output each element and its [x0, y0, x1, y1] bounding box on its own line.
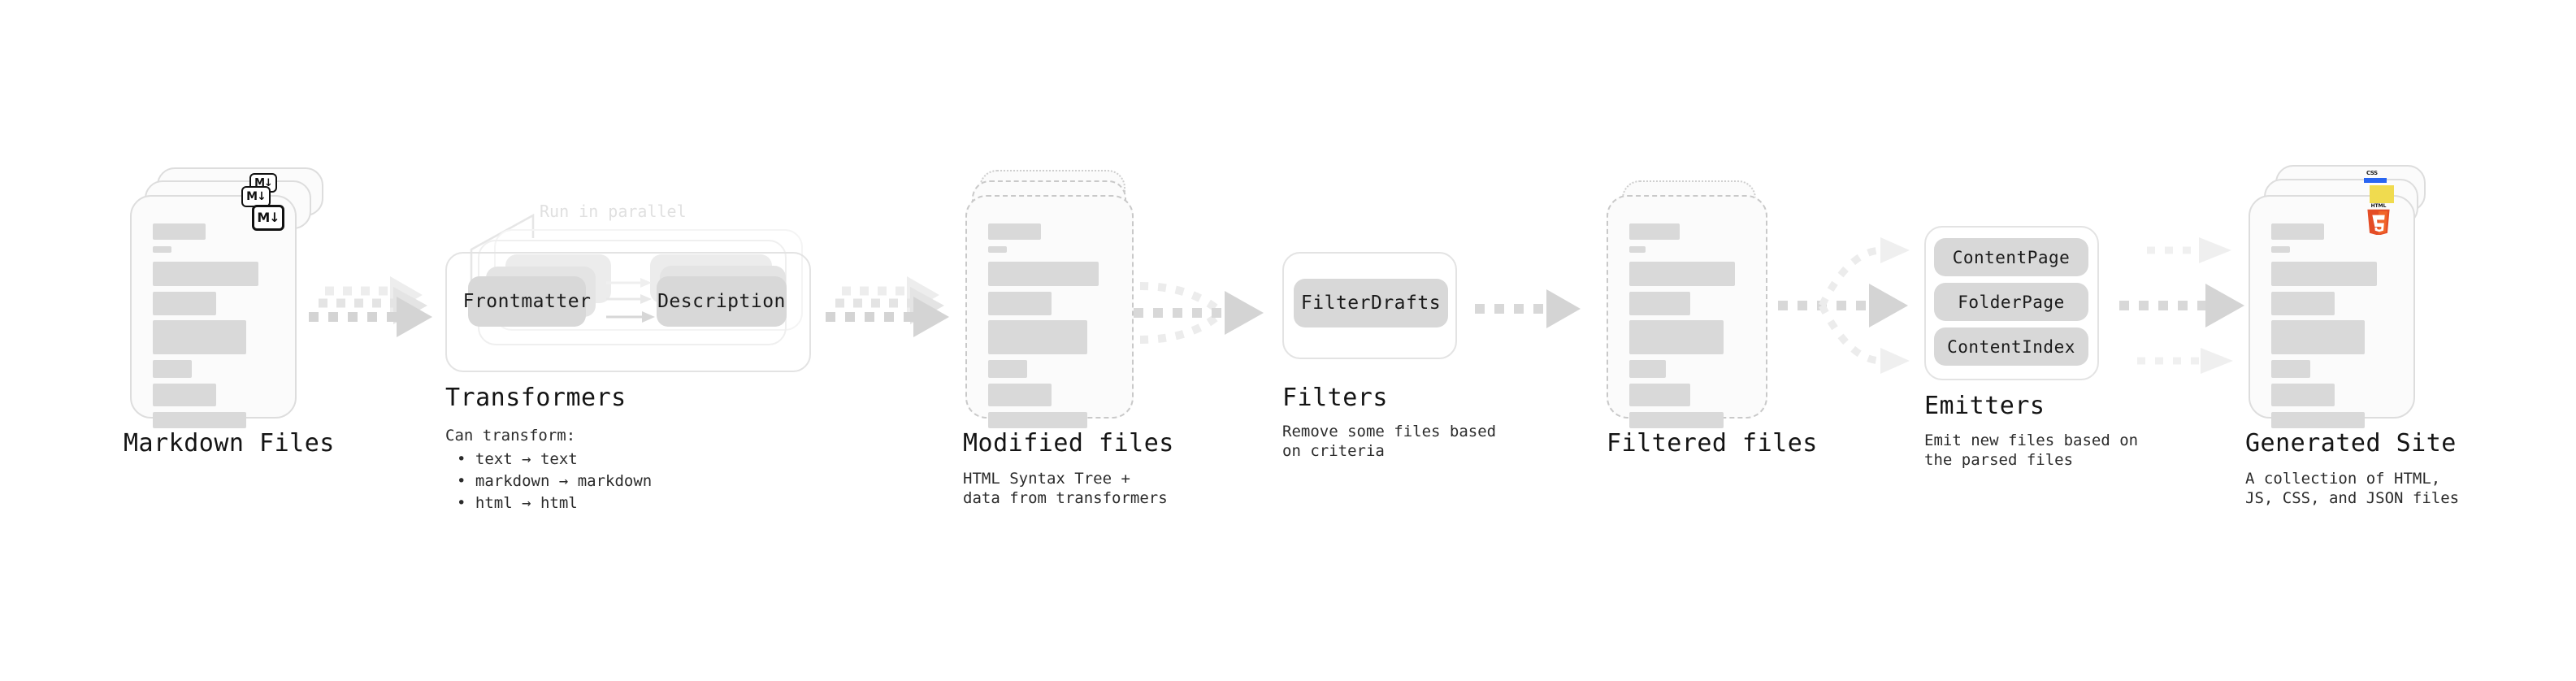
filtered-card-front: [1607, 195, 1767, 428]
modified-card-front: [965, 195, 1134, 428]
transformers-group-box: [445, 252, 811, 372]
transformers-bullet-0: • text → text: [457, 450, 578, 468]
filter-chip-filterdrafts[interactable]: FilterDrafts: [1294, 279, 1448, 327]
markdown-badge-back-1: M↓: [241, 186, 271, 207]
filtered-files-title: Filtered files: [1607, 429, 1818, 458]
js-badge: [2370, 185, 2394, 203]
emitter-chip-contentpage[interactable]: ContentPage: [1934, 238, 2088, 276]
markdown-files-title: Markdown Files: [124, 429, 335, 458]
html5-badge: HTML: [2365, 201, 2392, 236]
conn-filters-to-filtered: [1475, 289, 1581, 328]
markdown-badge: M↓: [252, 205, 284, 231]
emitters-group-box: [1924, 226, 2099, 380]
filters-subtitle-line-0: Remove some files based: [1282, 423, 1497, 440]
conn-emitters-to-site: [2119, 237, 2244, 374]
filters-group-box: [1282, 252, 1457, 359]
generated-site-subtitle-line-0: A collection of HTML,: [2245, 470, 2441, 488]
run-in-parallel-label: Run in parallel: [540, 202, 687, 221]
conn-filtered-to-emitters: [1778, 237, 1910, 374]
svg-text:HTML: HTML: [2371, 203, 2387, 209]
transformers-bullet-1: • markdown → markdown: [457, 472, 653, 490]
modified-files-subtitle-line-0: HTML Syntax Tree +: [963, 470, 1130, 488]
css-badge: [2364, 178, 2387, 183]
emitters-subtitle-line-1: the parsed files: [1924, 451, 2074, 469]
conn-md-to-transformers: [309, 276, 432, 337]
emitter-chip-contentindex[interactable]: ContentIndex: [1934, 327, 2088, 366]
filters-title: Filters: [1282, 384, 1388, 412]
site-card-front: [2249, 195, 2415, 428]
modified-files-subtitle-line-1: data from transformers: [963, 489, 1168, 507]
transformers-inner-arrows: [606, 278, 655, 323]
conn-modified-to-filters: [1134, 282, 1264, 344]
generated-site-title: Generated Site: [2245, 429, 2457, 458]
transformer-chip-description[interactable]: Description: [657, 276, 787, 327]
filters-subtitle-line-1: on criteria: [1282, 442, 1385, 460]
transformers-title: Transformers: [445, 384, 627, 412]
modified-files-title: Modified files: [963, 429, 1174, 458]
emitters-title: Emitters: [1924, 392, 2045, 420]
emitter-chip-folderpage[interactable]: FolderPage: [1934, 283, 2088, 321]
transformers-bullet-2: • html → html: [457, 494, 578, 512]
transformers-subtitle: Can transform:: [445, 427, 576, 445]
generated-site-subtitle-line-1: JS, CSS, and JSON files: [2245, 489, 2460, 507]
transformer-chip-frontmatter[interactable]: Frontmatter: [463, 276, 591, 327]
css-badge-text: CSS: [2366, 170, 2378, 176]
conn-transformers-to-modified: [826, 276, 949, 337]
markdown-card-front: [130, 195, 297, 428]
emitters-subtitle-line-0: Emit new files based on: [1924, 432, 2139, 449]
